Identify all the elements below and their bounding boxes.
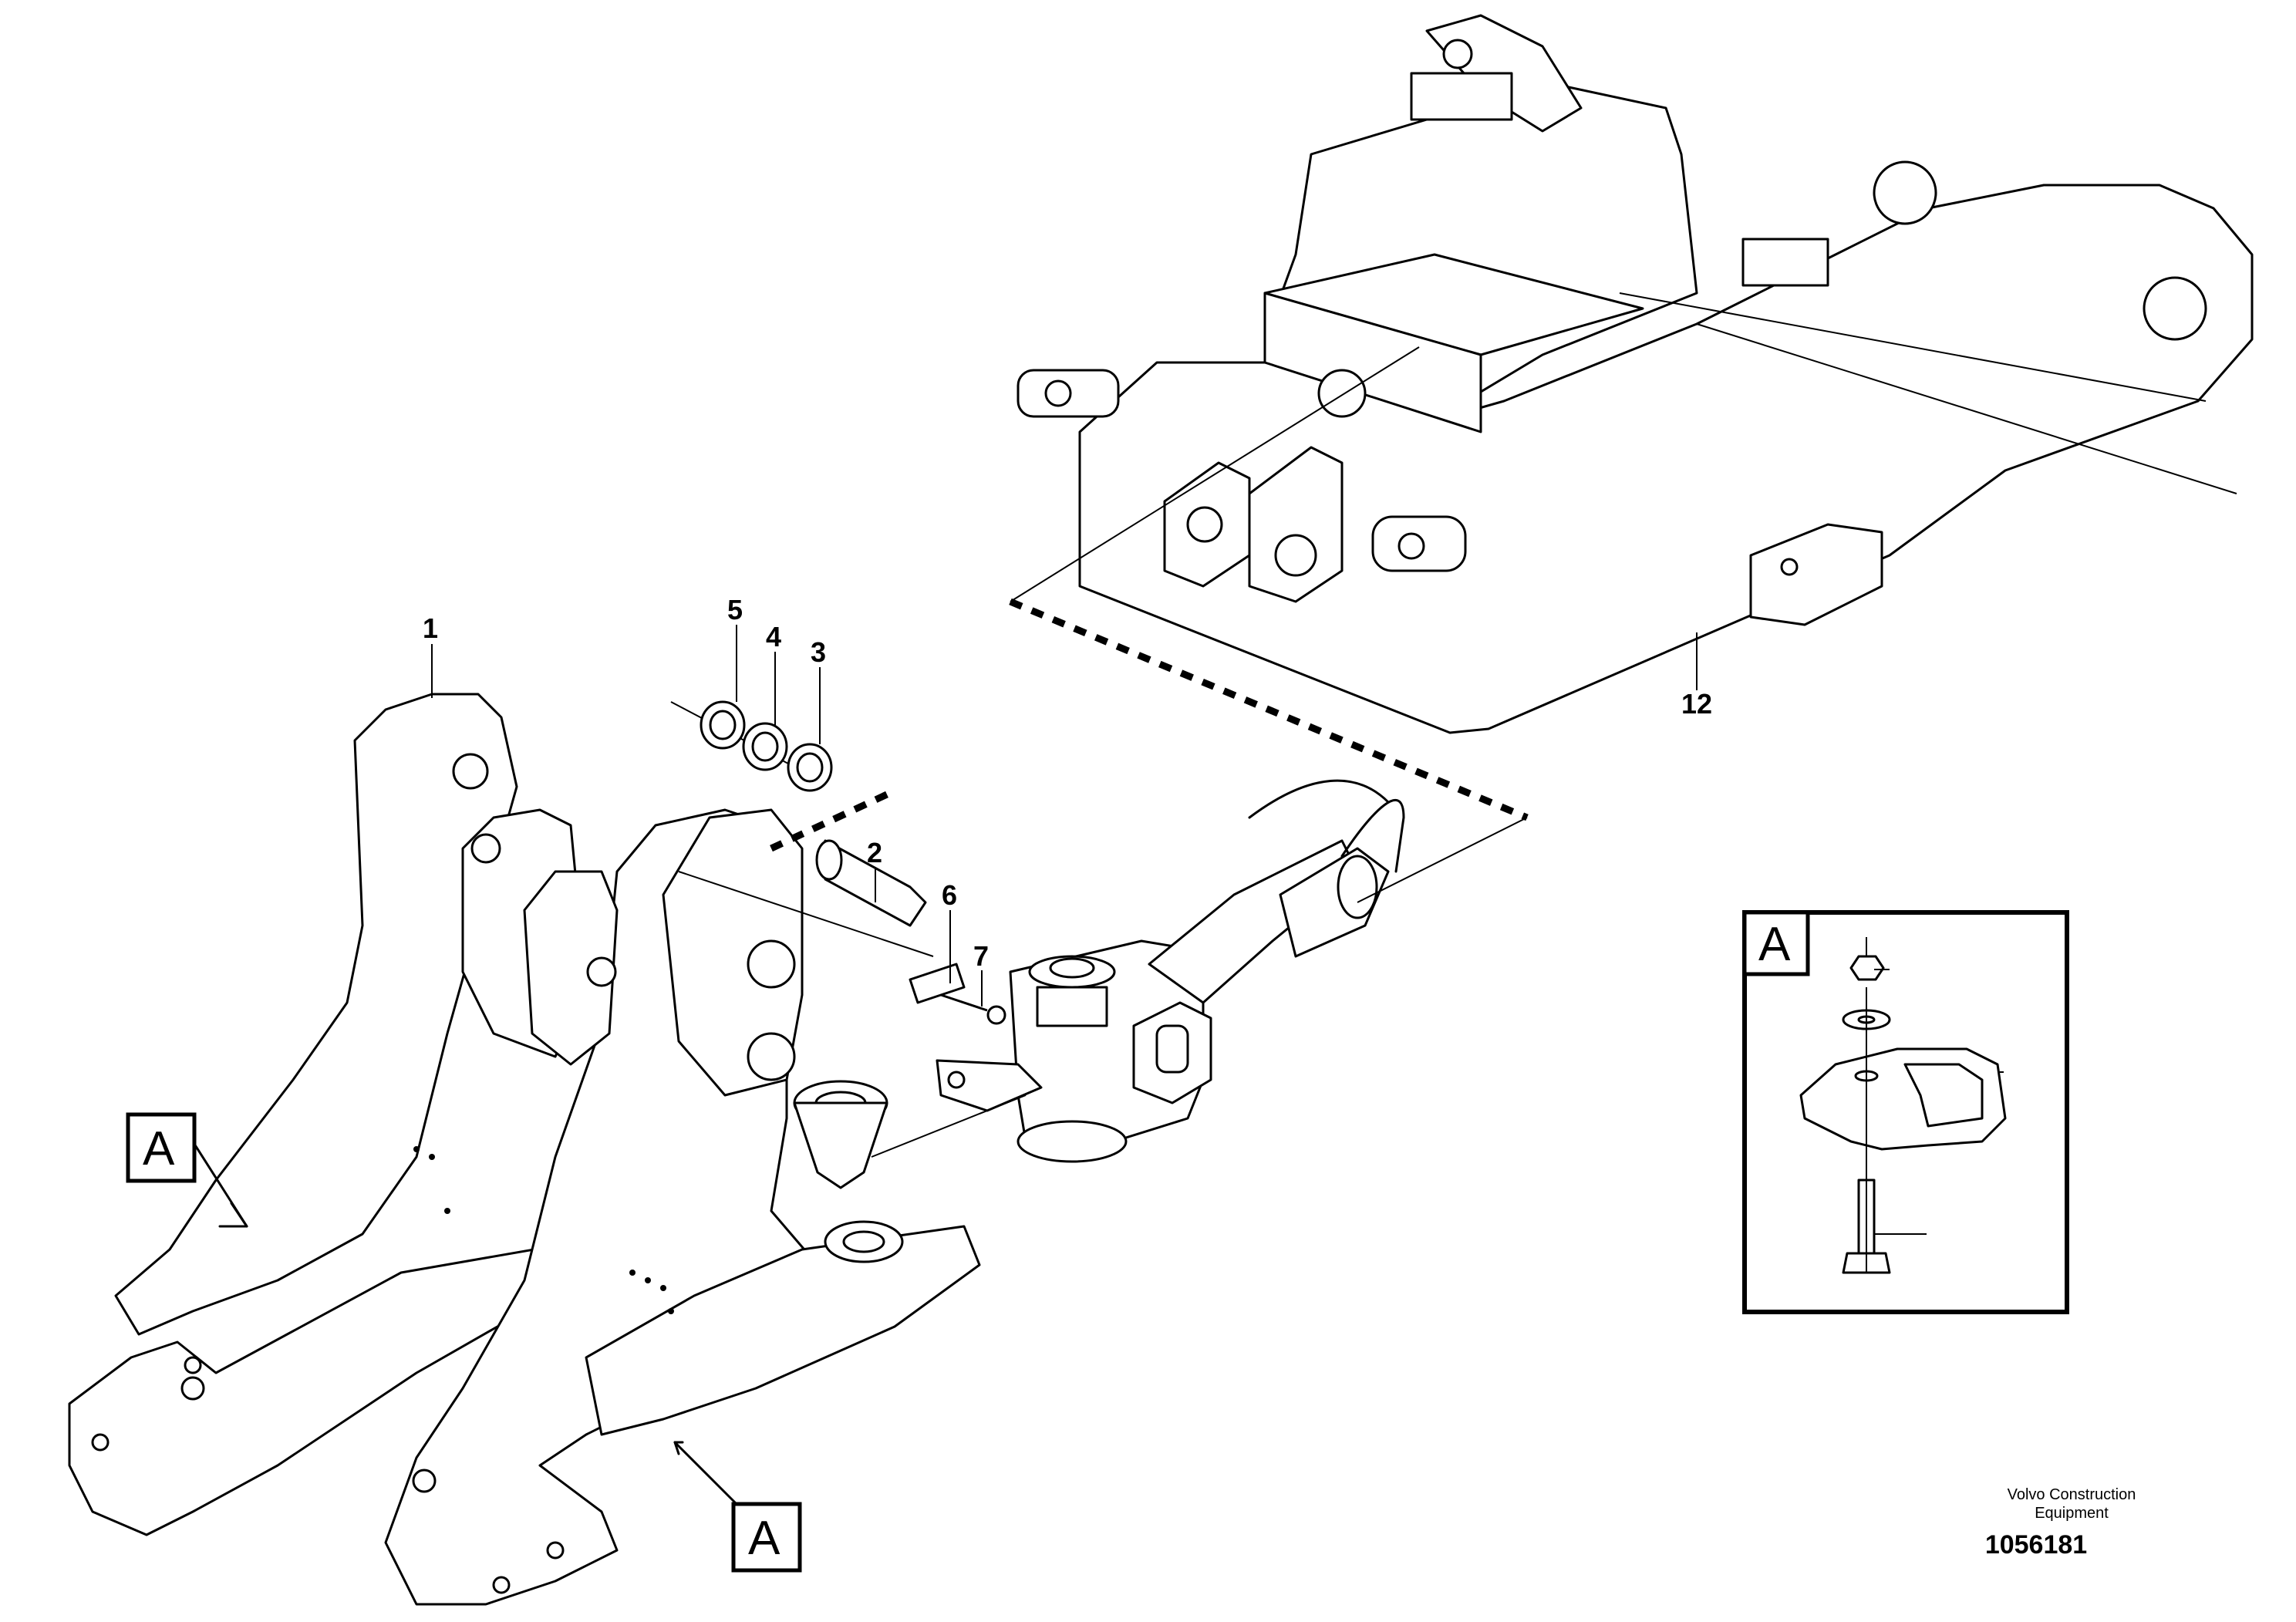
- front-frame: [68, 693, 981, 1606]
- detail-box-label: A: [1758, 918, 1791, 971]
- drawing-number: 1056181: [1985, 1530, 2087, 1560]
- footer: Volvo Construction Equipment 1056181: [1985, 1486, 2136, 1560]
- callout-4: 4: [766, 621, 781, 653]
- callout-12: 12: [1681, 688, 1712, 720]
- rear-frame: [1017, 14, 2254, 734]
- svg-text:A: A: [143, 1122, 175, 1175]
- callout-7: 7: [973, 940, 989, 972]
- pivot-pin-group: [670, 700, 1006, 1025]
- callout-2: 2: [867, 837, 882, 868]
- company-line-2: Equipment: [2035, 1505, 2109, 1522]
- assembly-centerlines: [770, 346, 1529, 1158]
- svg-text:A: A: [748, 1512, 781, 1565]
- frame-holes: [413, 1146, 674, 1314]
- company-line-1: Volvo Construction: [2008, 1486, 2136, 1503]
- callout-6: 6: [942, 879, 957, 911]
- view-marker-left: A: [126, 1112, 197, 1183]
- drive-joint-assembly: [936, 779, 1405, 1163]
- callout-leaders: [191, 625, 1698, 1506]
- detail-box-a: A: [1742, 910, 2069, 1314]
- callout-5: 5: [727, 594, 743, 626]
- callout-1: 1: [423, 612, 438, 644]
- view-marker-bottom: A: [731, 1502, 802, 1573]
- callout-3: 3: [811, 636, 826, 668]
